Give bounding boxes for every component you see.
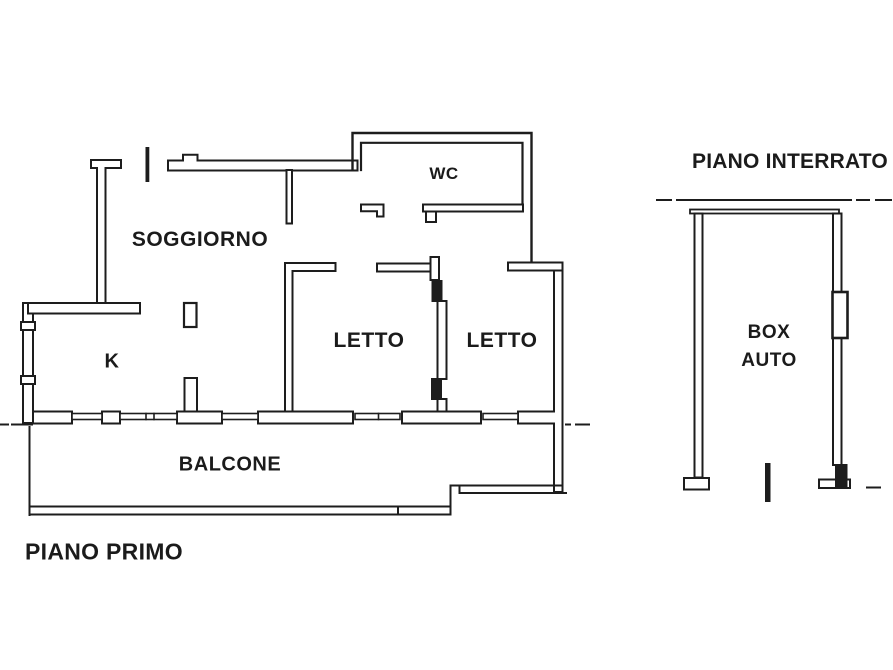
kitchen-left-window-frame-2 [20,375,36,385]
room-label-letto-right: LETTO [466,329,538,352]
first-floor-walls [0,131,590,493]
window-mullion [145,412,155,421]
window [354,412,401,421]
window [71,412,103,421]
letto-door-post-top [431,280,443,302]
floor-caption-piano-primo: PIANO PRIMO [25,538,183,565]
room-label-box-auto: BOX AUTO [741,322,797,371]
room-label-balcone: BALCONE [178,453,282,476]
garage-top-wall [689,208,840,215]
letto-top-wall-piece [376,262,433,273]
letto-left-partition [284,262,337,414]
entrance-door-marker [145,147,150,182]
garage-right-window-marker [831,290,849,340]
garage-left-wall [693,212,704,479]
kitchen-left-window-frame-1 [20,321,36,331]
bottom-wall-seg [32,410,73,425]
window [119,412,178,421]
wc-bottom-wall [422,203,524,213]
letto-door-tab [429,256,440,281]
window [482,412,519,421]
garage-right-post [835,464,848,488]
garage-right-wall-foot [818,478,851,489]
bottom-wall-seg [176,410,223,425]
t-pillar-wall [90,159,122,305]
column-marker [182,301,198,329]
right-step-wall [507,261,564,272]
garage-walls [656,199,892,502]
garage-door-marker [765,463,771,502]
room-label-wc: WC [429,164,459,183]
wc-door-jamb [425,210,437,223]
balcony-outline [28,426,567,516]
soggiorno-top-wall [167,153,359,172]
letto-center-partition [436,300,448,380]
wc-inner-wall [359,141,524,207]
window [221,412,259,421]
wc-bottom-stub [360,203,385,218]
exterior-right-wall [517,269,564,493]
floor-caption-piano-interrato: PIANO INTERRATO [692,150,888,173]
bottom-wall-seg [101,410,121,425]
bottom-wall-seg [401,410,482,425]
bottom-wall-seg [257,410,354,425]
soggiorno-left-wall [27,302,141,315]
balcony-bottom-rail [28,505,452,516]
room-label-kitchen: K [104,350,120,373]
garage-left-wall-foot [683,477,710,491]
room-label-soggiorno: SOGGIORNO [131,228,269,251]
letto-door-post-bottom [431,378,442,400]
room-label-letto-left: LETTO [333,329,405,352]
corridor-partition [285,169,293,225]
wc-outer-wall [351,131,533,264]
balcony-step-rail [449,484,567,516]
